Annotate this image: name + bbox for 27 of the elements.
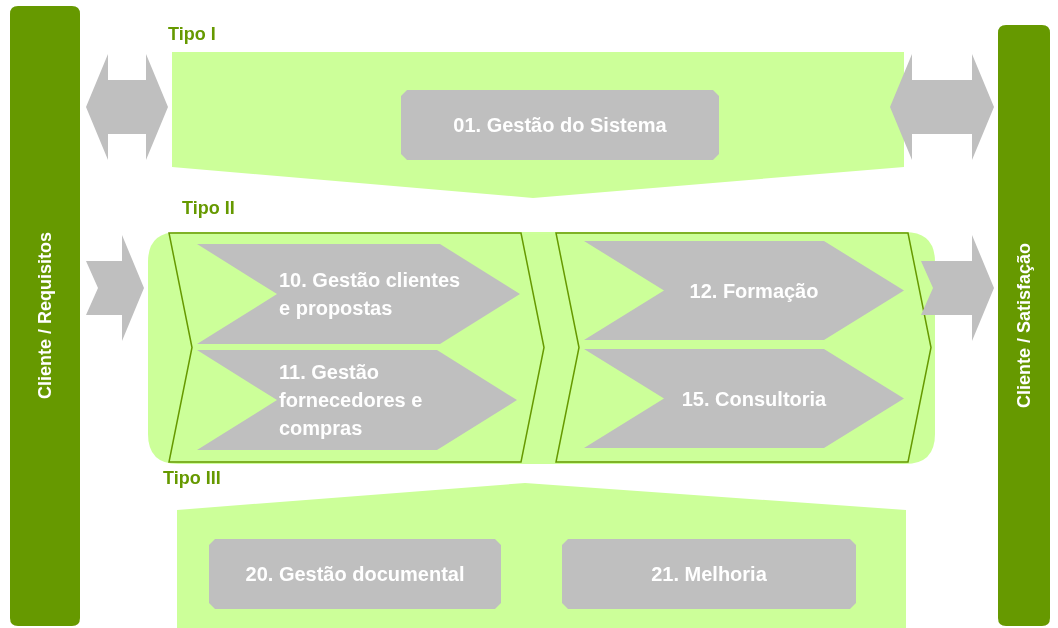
process-label: 10. Gestão clientes e propostas — [279, 268, 462, 321]
group-heading: Tipo III — [163, 468, 221, 489]
process-label: 12. Formação — [689, 278, 819, 304]
process-box — [209, 539, 501, 609]
process-label: 21. Melhoria — [651, 562, 767, 587]
process-label: 01. Gestão do Sistema — [453, 113, 667, 138]
group-heading: Tipo I — [168, 24, 216, 45]
process-label: 15. Consultoria — [681, 386, 827, 412]
chevron-shape — [584, 349, 904, 448]
group-heading: Tipo II — [182, 198, 235, 219]
process-label: 11. Gestão fornecedores e compras — [279, 360, 424, 441]
block-arrow — [86, 235, 144, 341]
chevron-shape — [197, 244, 520, 344]
chevron-frame — [168, 232, 545, 463]
block-arrow — [921, 235, 994, 341]
process-box — [562, 539, 856, 609]
side-label: Cliente / Satisfação — [1013, 242, 1035, 409]
chevron-shape — [584, 241, 904, 340]
side-bar — [998, 25, 1050, 626]
block-arrow — [890, 54, 994, 160]
chevron-shape — [197, 350, 517, 450]
process-label: 20. Gestão documental — [245, 562, 465, 587]
chevron-frame — [555, 232, 932, 463]
block-arrow — [86, 54, 168, 160]
side-label: Cliente / Requisitos — [34, 232, 56, 400]
process-box — [401, 90, 719, 160]
side-bar — [10, 6, 80, 626]
